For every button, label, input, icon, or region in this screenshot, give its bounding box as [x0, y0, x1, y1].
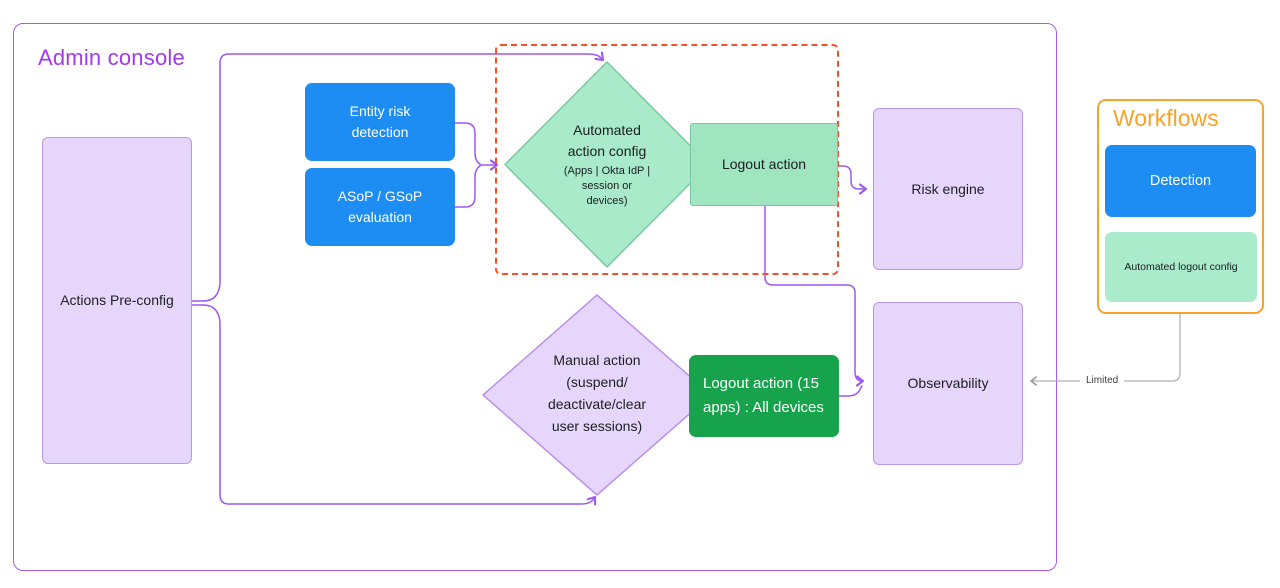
detection-label: Detection [1149, 172, 1212, 189]
automated-action-title: Automated action config [567, 122, 647, 159]
node-logout-action-15-apps[interactable]: Logout action (15 apps) : All devices [689, 355, 839, 437]
edge-workflows-to-observability [1030, 313, 1181, 386]
manual-action-diamond-text: Manual action (suspend/ deactivate/clear… [547, 352, 647, 434]
admin-console-title: Admin console [38, 45, 185, 70]
asop-label: ASoP / GSoP evaluation [337, 188, 423, 225]
manual-action-diamond[interactable] [482, 294, 712, 496]
edge-preconfig-to-automated [190, 51, 605, 302]
edge-asop-stub [454, 165, 481, 208]
automated-logout-config-label: Automated logout config [1124, 260, 1238, 273]
edge-logout15-to-observability [838, 385, 863, 397]
edge-preconfig-to-manual [190, 304, 597, 506]
edge-entity-risk-stub [454, 122, 481, 165]
workflows-title: Workflows [1113, 105, 1219, 131]
actions-preconfig-label: Actions Pre-config [60, 292, 174, 308]
logout-action-15-label: Logout action (15 apps) : All devices [703, 375, 824, 416]
automated-action-diamond-text: Automated action config (Apps | Okta IdP… [512, 120, 702, 209]
node-risk-engine[interactable]: Risk engine [873, 108, 1023, 270]
node-detection[interactable]: Detection [1105, 145, 1256, 217]
observability-label: Observability [907, 375, 989, 391]
node-observability[interactable]: Observability [873, 302, 1023, 465]
edge-logout-to-risk-engine [837, 165, 868, 195]
risk-engine-label: Risk engine [911, 180, 985, 197]
node-entity-risk-detection[interactable]: Entity risk detection [305, 83, 455, 161]
node-logout-action[interactable]: Logout action [690, 123, 838, 206]
node-automated-logout-config[interactable]: Automated logout config [1105, 232, 1257, 302]
node-actions-preconfig[interactable]: Actions Pre-config [42, 137, 192, 464]
entity-risk-label: Entity risk detection [349, 103, 411, 140]
limited-edge-label: Limited [1080, 374, 1125, 387]
automated-action-diamond[interactable] [504, 61, 710, 268]
automated-action-detail: (Apps | Okta IdP | session or devices) [563, 165, 651, 207]
node-asop-gsop-evaluation[interactable]: ASoP / GSoP evaluation [305, 168, 455, 246]
edge-logout-to-observability [764, 205, 865, 387]
logout-action-label: Logout action [721, 156, 807, 172]
